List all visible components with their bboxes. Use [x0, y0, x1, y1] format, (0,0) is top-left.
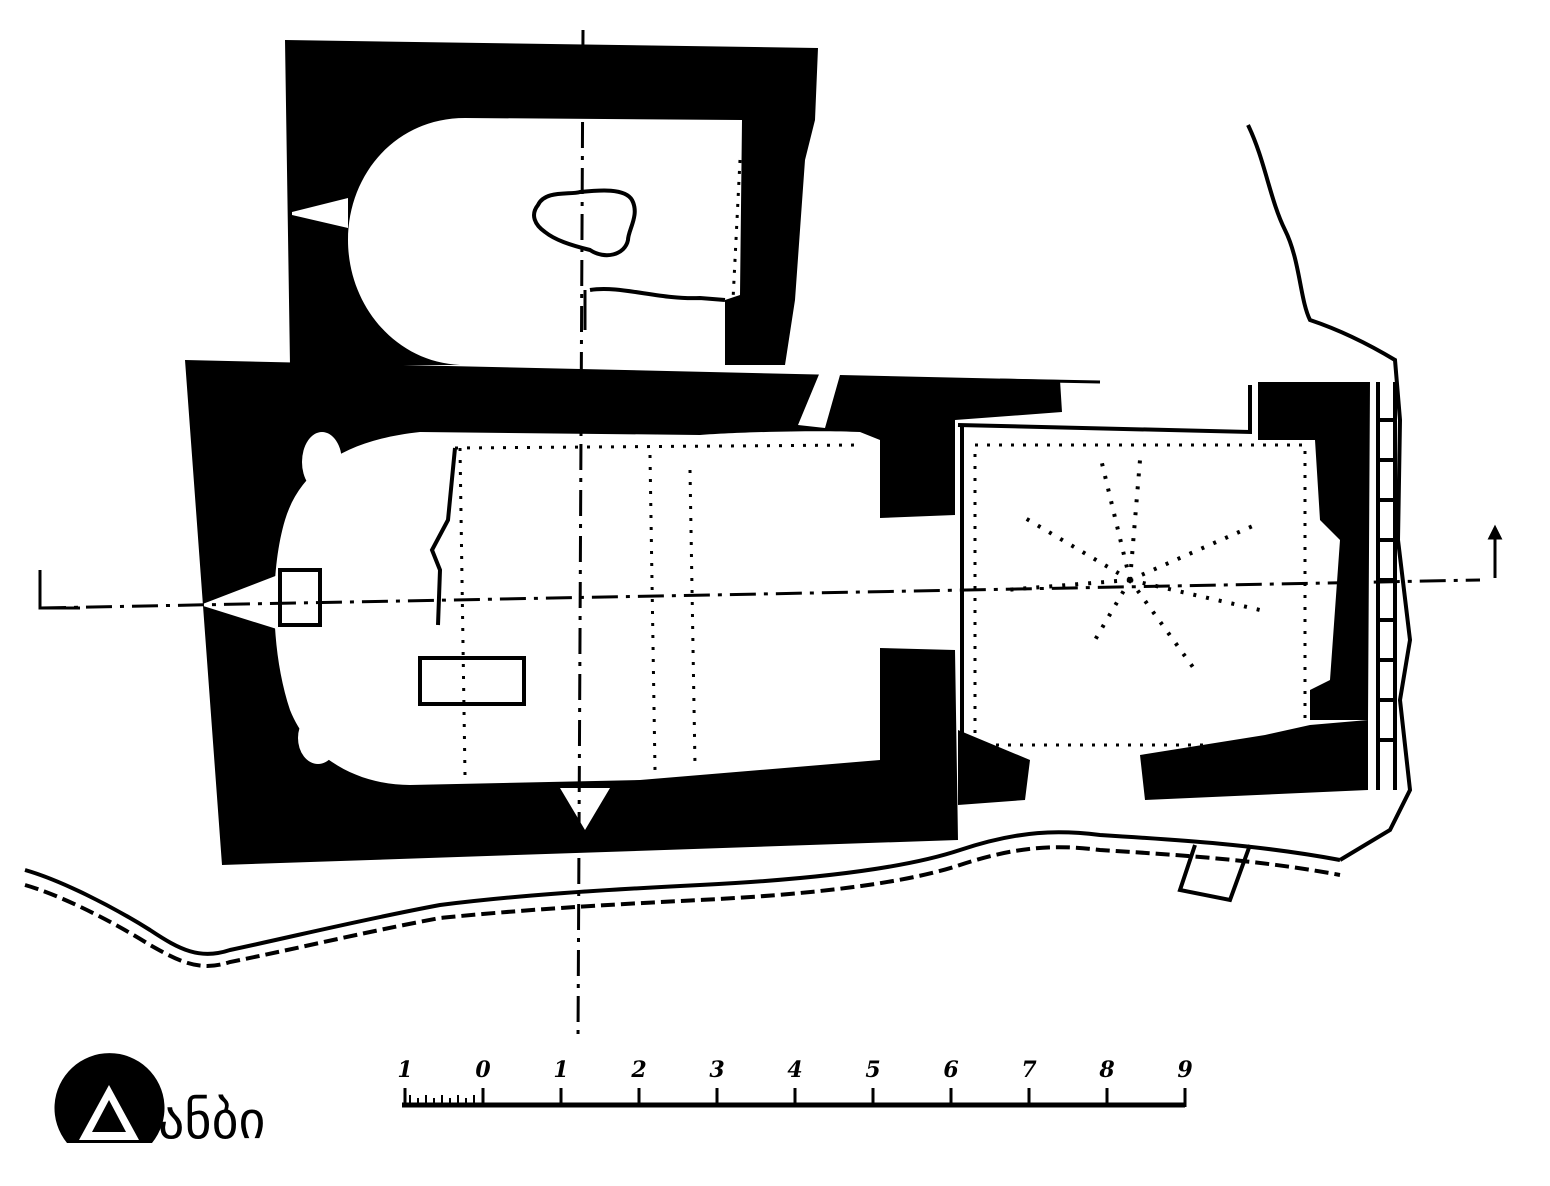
scale-label: 1	[397, 1057, 412, 1083]
terrain-line-northeast	[1246, 124, 1413, 862]
terrain-lines	[24, 124, 1413, 968]
main-church-walls	[185, 360, 1062, 865]
section-axis-upper-ext	[999, 378, 1101, 384]
scale-bar: 1 0 1 2 3 4 5 6 7 8 9	[397, 1057, 1193, 1108]
narthex-wall-west-stub	[958, 730, 1030, 805]
scale-bar-ticks	[403, 1088, 1187, 1107]
narthex-dotted-rect	[973, 443, 1307, 747]
nave-crack-line	[429, 447, 457, 626]
scale-label: 6	[943, 1057, 958, 1083]
nave-dotted-line-2	[648, 454, 657, 771]
narthex-radial-pattern	[1004, 454, 1261, 672]
logo: ანბი	[54, 1053, 265, 1151]
section-axis-horizontal	[39, 578, 1481, 610]
scale-bar-fine-ticks	[409, 1095, 475, 1105]
terrain-line-south-2	[24, 845, 1341, 968]
scale-label: 2	[630, 1057, 646, 1083]
north-chapel-dotted-line-2	[790, 159, 805, 301]
narthex-frame	[957, 385, 1252, 435]
altar-table	[418, 656, 526, 706]
apse-step	[278, 568, 322, 627]
terrain-line-south	[24, 830, 1341, 956]
scale-label: 5	[865, 1057, 880, 1083]
narthex	[957, 382, 1397, 805]
apse-niche-south	[298, 712, 338, 764]
north-chapel-partition	[589, 287, 726, 302]
nave-dotted-line-1	[458, 447, 467, 776]
section-marker-west	[38, 570, 80, 610]
scale-label: 8	[1098, 1057, 1114, 1083]
nave-dotted-line-4	[454, 443, 861, 450]
north-chapel	[285, 40, 818, 365]
narthex-wall-south	[1140, 720, 1368, 800]
scale-label: 1	[553, 1057, 568, 1083]
logo-triangle-inner	[92, 1100, 126, 1132]
section-arrow-east	[1487, 524, 1503, 540]
north-chapel-base-outline	[532, 188, 637, 258]
apse-window-west	[200, 575, 280, 630]
north-chapel-walls	[285, 40, 818, 365]
north-chapel-dotted-line-1	[731, 159, 742, 301]
nave-window-north	[798, 372, 840, 428]
section-axis-vertical	[576, 29, 585, 1041]
section-axes	[38, 29, 1503, 1041]
apse-niche-north	[302, 432, 342, 492]
scale-label: 3	[709, 1057, 724, 1083]
apse-window-south	[560, 788, 610, 830]
north-chapel-window	[292, 198, 348, 228]
logo-text: ანბი	[158, 1091, 265, 1151]
scale-label: 4	[787, 1057, 802, 1083]
scale-label: 0	[475, 1057, 491, 1083]
scale-label: 9	[1177, 1057, 1192, 1083]
narthex-wall-north	[1258, 382, 1370, 720]
scale-label: 7	[1021, 1057, 1037, 1083]
main-church	[185, 360, 1062, 865]
nave-dotted-line-3	[688, 469, 697, 766]
east-stair	[1376, 382, 1397, 790]
south-buttress	[1177, 844, 1252, 903]
scale-bar-labels: 1 0 1 2 3 4 5 6 7 8 9	[397, 1057, 1192, 1083]
